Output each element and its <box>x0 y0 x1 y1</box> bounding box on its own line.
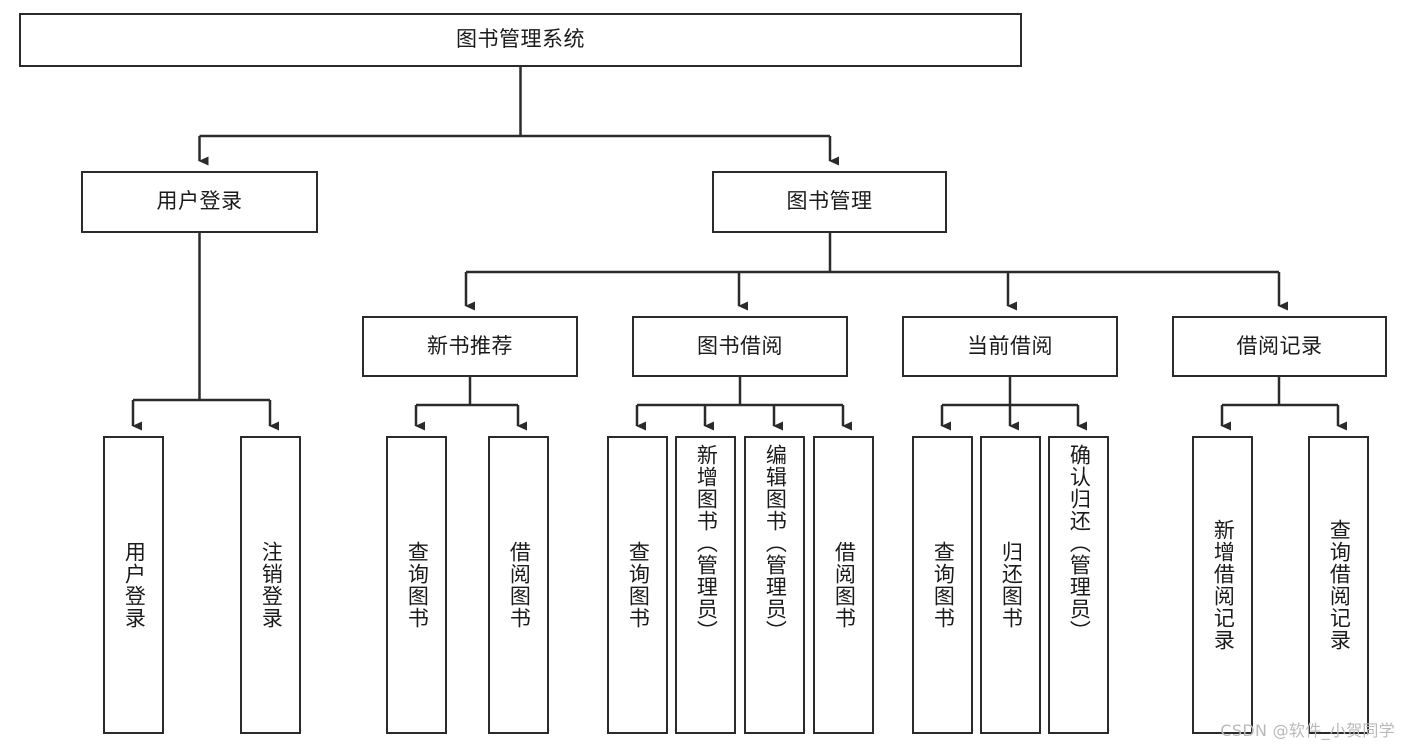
node-root[interactable]: 图书管理系统 <box>19 13 1022 67</box>
leaf-borrow-book-1-label: 借阅图书 <box>507 541 532 629</box>
leaf-return-book[interactable]: 归还图书 <box>980 436 1041 734</box>
leaf-add-book[interactable]: 新增图书（管理员） <box>675 436 736 734</box>
leaf-query-record-label: 查询借阅记录 <box>1327 519 1352 651</box>
leaf-borrow-book-1[interactable]: 借阅图书 <box>488 436 549 734</box>
leaf-return-book-label: 归还图书 <box>999 541 1024 629</box>
leaf-add-book-label: 新增图书（管理员） <box>694 444 719 642</box>
watermark: CSDN @软件_小贺同学 <box>1220 721 1395 740</box>
node-book-management[interactable]: 图书管理 <box>712 171 947 233</box>
node-user-login-label: 用户登录 <box>156 189 243 214</box>
leaf-query-record[interactable]: 查询借阅记录 <box>1308 436 1369 734</box>
leaf-add-record[interactable]: 新增借阅记录 <box>1192 436 1253 734</box>
leaf-edit-book-label: 编辑图书（管理员） <box>763 444 788 642</box>
leaf-logout-login-label: 注销登录 <box>259 541 284 629</box>
leaf-query-book-1[interactable]: 查询图书 <box>386 436 447 734</box>
node-user-login[interactable]: 用户登录 <box>81 171 318 233</box>
node-borrow-record-label: 借阅记录 <box>1236 333 1323 358</box>
leaf-query-book-3-label: 查询图书 <box>931 541 956 629</box>
leaf-query-book-2-label: 查询图书 <box>626 541 651 629</box>
node-current-borrow-label: 当前借阅 <box>967 333 1053 358</box>
node-borrow-record[interactable]: 借阅记录 <box>1172 316 1387 377</box>
leaf-borrow-book-2-label: 借阅图书 <box>832 541 857 629</box>
leaf-confirm-return[interactable]: 确认归还（管理员） <box>1048 436 1109 734</box>
node-current-borrow[interactable]: 当前借阅 <box>902 316 1118 377</box>
leaf-user-login-label: 用户登录 <box>122 541 147 629</box>
leaf-borrow-book-2[interactable]: 借阅图书 <box>813 436 874 734</box>
leaf-confirm-return-label: 确认归还（管理员） <box>1067 444 1092 642</box>
node-book-borrow[interactable]: 图书借阅 <box>632 316 848 377</box>
leaf-query-book-2[interactable]: 查询图书 <box>607 436 668 734</box>
leaf-add-record-label: 新增借阅记录 <box>1211 519 1236 651</box>
node-book-management-label: 图书管理 <box>786 189 873 214</box>
node-book-borrow-label: 图书借阅 <box>697 333 783 358</box>
node-new-book-recommend[interactable]: 新书推荐 <box>362 316 578 377</box>
leaf-query-book-3[interactable]: 查询图书 <box>912 436 973 734</box>
leaf-user-login[interactable]: 用户登录 <box>103 436 164 734</box>
leaf-logout-login[interactable]: 注销登录 <box>240 436 301 734</box>
leaf-edit-book[interactable]: 编辑图书（管理员） <box>744 436 805 734</box>
node-new-book-recommend-label: 新书推荐 <box>427 333 513 358</box>
node-root-label: 图书管理系统 <box>456 27 585 52</box>
leaf-query-book-1-label: 查询图书 <box>405 541 430 629</box>
